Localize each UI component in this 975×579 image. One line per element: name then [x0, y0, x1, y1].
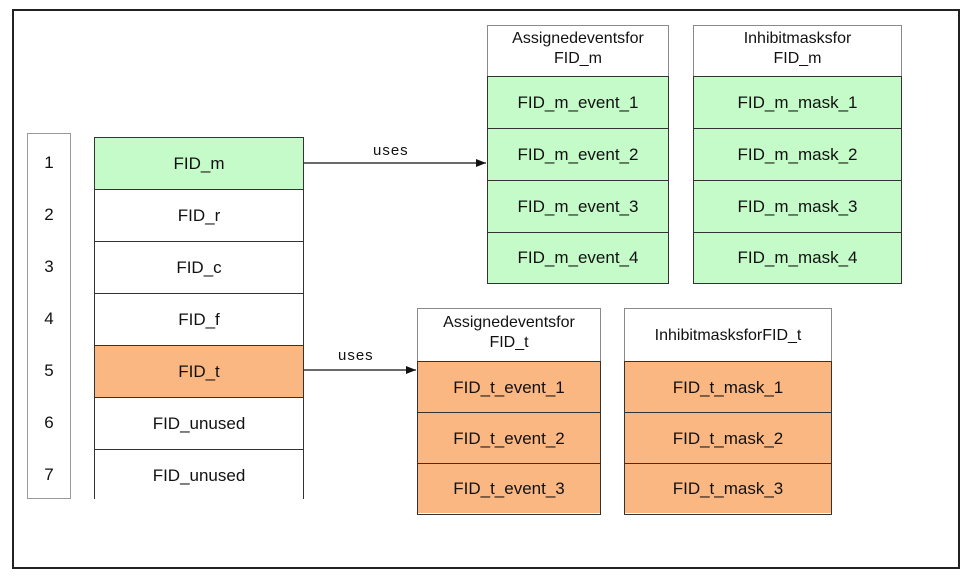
fid-row-2: FID_r — [95, 190, 303, 242]
fid-m-event-2: FID_m_event_2 — [488, 129, 668, 181]
fid-t-mask-2: FID_t_mask_2 — [625, 413, 831, 464]
fid-t-masks-header-line-1: InhibitmasksforFID_t — [654, 327, 802, 344]
fid-m-mask-4: FID_m_mask_4 — [694, 233, 901, 283]
fid-row-5: FID_t — [95, 346, 303, 398]
fid-m-mask-2: FID_m_mask_2 — [694, 129, 901, 181]
fid-m-event-1: FID_m_event_1 — [488, 77, 668, 129]
fid-t-events-header-line-1: Assignedeventsfor — [443, 314, 575, 331]
fid-m-events-header-line-2: FID_m — [554, 50, 602, 67]
id-column — [27, 133, 71, 499]
fid-row-4: FID_f — [95, 294, 303, 346]
fid-m-events-header-line-1: Assignedeventsfor — [512, 30, 644, 47]
fid-row-6: FID_unused — [95, 398, 303, 450]
row-id-2: 2 — [44, 205, 54, 224]
row-id-3: 3 — [44, 257, 54, 276]
fid-m-event-3: FID_m_event_3 — [488, 181, 668, 233]
fid-m-events-header: Assignedeventsfor FID_m — [487, 25, 669, 77]
fid-row-1: FID_m — [95, 138, 303, 190]
fid-m-event-4: FID_m_event_4 — [488, 233, 668, 283]
fid-t-events-header: Assignedeventsfor FID_t — [417, 308, 601, 362]
fid-m-masks-header-line-1: Inhibitmasksfor — [743, 30, 852, 47]
fid-m-mask-3: FID_m_mask_3 — [694, 181, 901, 233]
row-id-1: 1 — [44, 153, 54, 172]
fid-t-event-3: FID_t_event_3 — [418, 464, 600, 513]
fid-t-mask-1: FID_t_mask_1 — [625, 362, 831, 413]
fid-row-7: FID_unused — [95, 450, 303, 500]
fid-m-masks-header-line-2: FID_m — [773, 50, 822, 67]
fid-t-masks-header: InhibitmasksforFID_t — [624, 308, 832, 362]
uses-label-t: uses — [338, 347, 374, 364]
fid-t-event-1: FID_t_event_1 — [418, 362, 600, 413]
fid-row-3: FID_c — [95, 242, 303, 294]
fid-m-mask-1: FID_m_mask_1 — [694, 77, 901, 129]
row-id-5: 5 — [44, 361, 54, 380]
uses-label-m: uses — [373, 142, 409, 159]
row-id-4: 4 — [44, 309, 54, 328]
row-id-7: 7 — [44, 465, 54, 484]
fid-t-event-2: FID_t_event_2 — [418, 413, 600, 464]
row-id-6: 6 — [44, 413, 54, 432]
fid-t-mask-3: FID_t_mask_3 — [625, 464, 831, 513]
fid-t-events-header-line-2: FID_t — [489, 334, 529, 351]
